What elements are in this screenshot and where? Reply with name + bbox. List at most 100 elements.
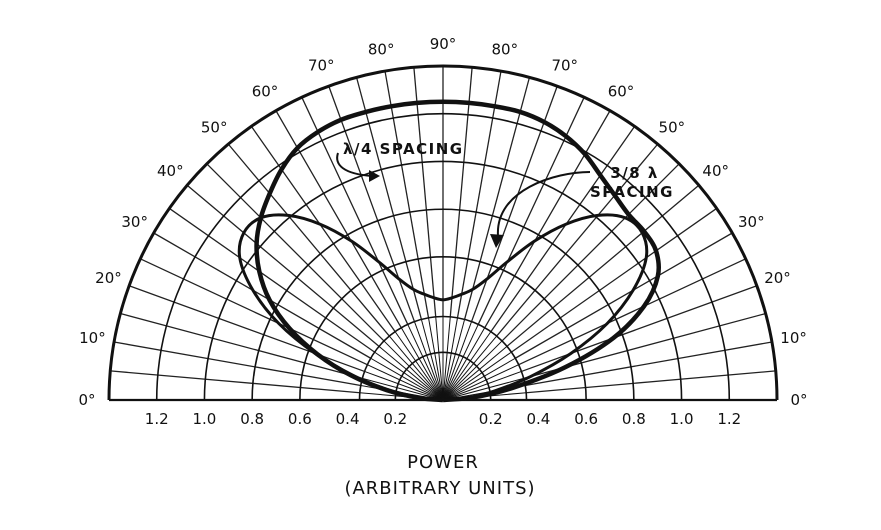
grid-spoke <box>384 70 430 318</box>
radial-tick-label: 0.4 <box>336 410 360 428</box>
radial-tick-labels: 0.2 0.2 0.4 0.4 0.6 0.6 0.8 0.8 1.0 1.0 1.2 1.2 <box>145 410 741 428</box>
center-spoke <box>442 357 516 401</box>
grid-spoke <box>490 126 636 332</box>
center-spoke <box>442 317 458 401</box>
center-spoke <box>442 316 451 401</box>
grid-spoke <box>153 232 372 359</box>
grid-spoke <box>501 163 680 342</box>
angle-label-left: 90° <box>430 35 457 53</box>
center-spoke <box>428 317 444 401</box>
center-spoke <box>374 351 444 401</box>
grid-ring <box>299 256 587 401</box>
radial-tick-label: 0.2 <box>383 410 407 428</box>
grid-spoke <box>110 370 360 394</box>
grid-spoke <box>206 163 385 342</box>
center-spoke <box>367 364 444 401</box>
angle-label-left: 30° <box>121 213 148 231</box>
radial-tick-label: 0.2 <box>479 410 503 428</box>
center-spoke <box>442 364 519 401</box>
series-name-three-eighths-wave: 3/8 λ SPACING <box>590 164 674 201</box>
center-spoke <box>442 324 479 401</box>
grid-spoke <box>128 285 365 373</box>
angle-label-right: 80° <box>492 40 519 58</box>
angle-label-right: 70° <box>551 56 578 74</box>
angle-label-right: 50° <box>659 118 686 136</box>
angle-label-right: 40° <box>702 162 729 180</box>
angle-label-left: 50° <box>201 118 228 136</box>
radial-tick-label: 0.8 <box>240 410 264 428</box>
grid-spoke <box>506 184 700 347</box>
grid-spoke <box>355 77 423 320</box>
center-spoke <box>442 319 466 401</box>
grid-ring <box>155 112 731 401</box>
series-name-three-eighths-wave-line-2: SPACING <box>590 183 674 201</box>
arrow-quarter-wave <box>336 152 373 177</box>
arrowhead-quarter-wave <box>369 170 380 182</box>
center-spoke <box>400 327 444 401</box>
grid-spoke <box>463 77 531 320</box>
center-spoke <box>435 316 444 401</box>
radial-tick-label: 0.6 <box>574 410 598 428</box>
center-spoke <box>442 331 492 401</box>
center-spoke <box>442 327 486 401</box>
x-axis-label: POWER <box>407 452 479 473</box>
center-spoke <box>442 351 512 401</box>
center-spoke <box>370 357 444 401</box>
center-spoke <box>394 331 444 401</box>
grid-spoke <box>525 341 773 387</box>
center-spoke <box>442 370 522 401</box>
grid-ring <box>107 64 779 401</box>
grid-spoke <box>169 207 375 353</box>
angle-label-right: 0° <box>790 391 807 409</box>
angle-label-left: 20° <box>95 269 122 287</box>
center-spoke <box>442 345 508 401</box>
center-spoke <box>364 370 444 401</box>
grid-spoke <box>301 97 409 325</box>
pattern-curves <box>237 99 662 403</box>
angle-label-right: 10° <box>780 329 807 347</box>
center-spoke <box>383 340 444 401</box>
center-spoke <box>442 377 524 401</box>
curve-three-eighths-wave <box>237 213 649 402</box>
radial-tick-label: 0.4 <box>526 410 550 428</box>
angle-label-right: 60° <box>608 83 635 101</box>
radial-tick-label: 0.6 <box>288 410 312 428</box>
radial-tick-label: 1.0 <box>670 410 694 428</box>
center-spoke <box>442 335 498 401</box>
series-label-quarter-wave: λ/4 SPACING <box>336 140 464 182</box>
x-axis-units: (ARBITRARY UNITS) <box>344 478 535 499</box>
arrowhead-three-eighths-wave <box>490 234 504 248</box>
radial-tick-label: 1.2 <box>717 410 741 428</box>
angle-label-left: 80° <box>368 40 395 58</box>
radial-tick-label: 0.8 <box>622 410 646 428</box>
series-name-quarter-wave: λ/4 SPACING <box>343 140 464 158</box>
center-spoke <box>362 377 444 401</box>
grid-spoke <box>518 258 746 366</box>
angle-label-left: 0° <box>78 391 95 409</box>
grid-spoke <box>227 143 390 337</box>
angle-label-left: 40° <box>157 162 184 180</box>
grid-spoke <box>521 285 758 373</box>
curve-quarter-wave <box>254 99 662 403</box>
grid-spoke <box>526 370 776 394</box>
grid-spoke <box>120 312 363 380</box>
radial-tick-label: 1.0 <box>192 410 216 428</box>
center-spoke <box>442 321 473 401</box>
grid-spoke <box>140 258 368 366</box>
series-label-three-eighths-wave: 3/8 λ SPACING <box>490 164 674 248</box>
grid-spoke <box>328 85 416 322</box>
angle-label-right: 30° <box>738 213 765 231</box>
series-name-three-eighths-wave-line-1: 3/8 λ <box>610 164 659 182</box>
center-spoke <box>420 319 444 401</box>
center-spoke <box>442 340 503 401</box>
angle-label-right: 20° <box>764 269 791 287</box>
angle-label-left: 70° <box>308 56 335 74</box>
grid-spoke <box>470 85 558 322</box>
grid-spoke <box>250 126 396 332</box>
radial-tick-label: 1.2 <box>145 410 169 428</box>
angle-label-left: 10° <box>79 329 106 347</box>
grid-spoke <box>413 67 437 317</box>
grid-spoke <box>496 143 659 337</box>
grid-spoke <box>186 184 380 347</box>
